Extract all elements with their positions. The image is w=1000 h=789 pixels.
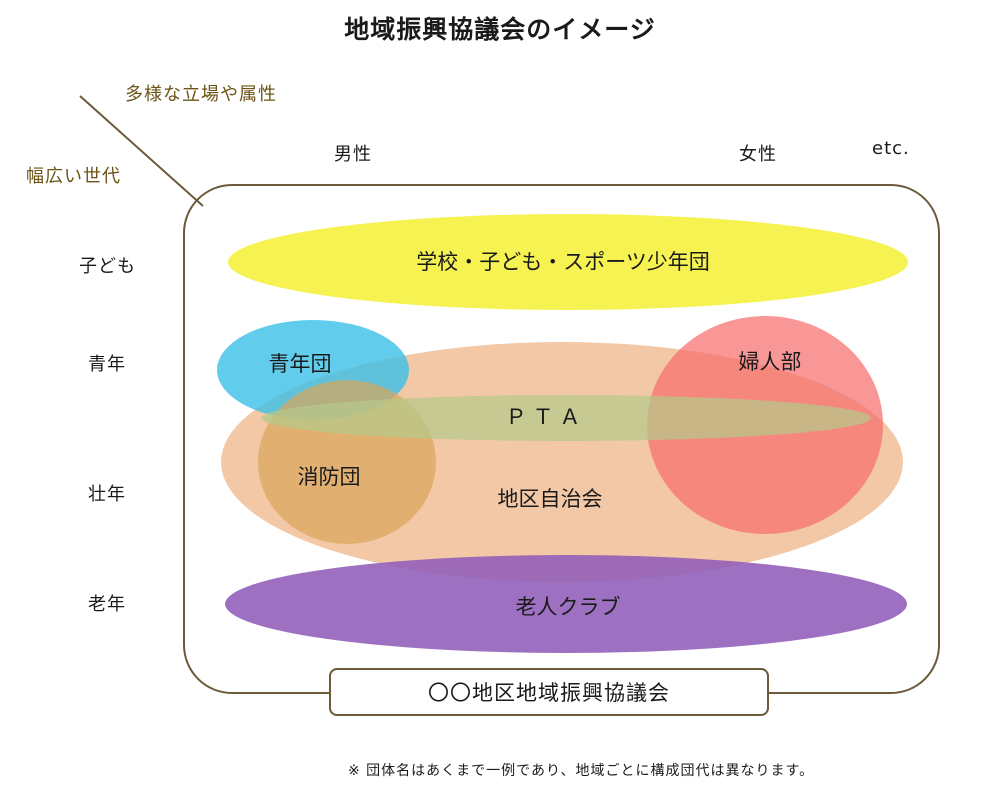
row-label-children: 子ども bbox=[79, 256, 136, 277]
row-label-elderly: 老年 bbox=[88, 594, 126, 615]
row-label-adult: 壮年 bbox=[88, 484, 126, 505]
pta-label: ＰＴＡ bbox=[506, 405, 587, 429]
column-label-etc: etc. bbox=[872, 138, 910, 159]
womens-group-label: 婦人部 bbox=[739, 350, 802, 374]
generations-axis-label: 幅広い世代 bbox=[26, 166, 121, 187]
youth-group-label: 青年団 bbox=[269, 352, 332, 376]
axis-divider-line bbox=[79, 95, 204, 207]
fire-brigade-label: 消防団 bbox=[298, 465, 361, 489]
neighborhood-label: 地区自治会 bbox=[498, 487, 603, 511]
column-label-male: 男性 bbox=[334, 144, 372, 165]
page-title: 地域振興協議会のイメージ bbox=[344, 15, 656, 44]
elderly-club-label: 老人クラブ bbox=[516, 595, 621, 619]
footnote: ※ 団体名はあくまで一例であり、地域ごとに構成団代は異なります。 bbox=[348, 763, 815, 779]
school-label: 学校・子ども・スポーツ少年団 bbox=[416, 250, 710, 274]
elderly-club-ellipse bbox=[225, 555, 907, 653]
council-name-box: 〇〇地区地域振興協議会 bbox=[329, 668, 769, 716]
row-label-youth: 青年 bbox=[88, 354, 126, 375]
council-name-label: 〇〇地区地域振興協議会 bbox=[428, 681, 670, 705]
column-label-female: 女性 bbox=[739, 144, 777, 165]
diversity-axis-label: 多様な立場や属性 bbox=[125, 84, 277, 105]
pta-ellipse bbox=[261, 395, 871, 441]
school-ellipse bbox=[228, 214, 908, 310]
